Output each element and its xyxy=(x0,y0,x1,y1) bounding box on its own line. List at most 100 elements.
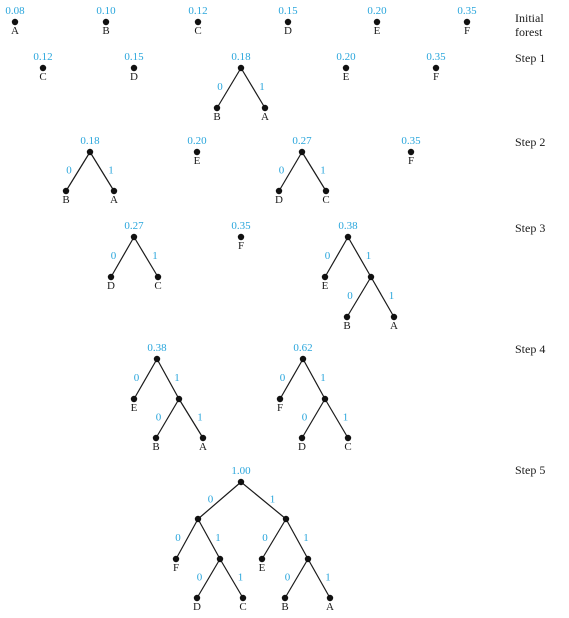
leaf-symbol: C xyxy=(194,25,201,37)
tree-edge-left xyxy=(65,151,91,192)
tree-node xyxy=(213,104,221,112)
tree-node xyxy=(153,355,161,363)
tree-edge-left xyxy=(216,67,242,109)
leaf-symbol: D xyxy=(130,71,138,83)
tree-node xyxy=(172,555,180,563)
tree-weight-label: 0.12 xyxy=(188,5,207,17)
leaf-symbol: C xyxy=(239,601,246,613)
leaf-symbol: F xyxy=(464,25,470,37)
leaf-symbol: D xyxy=(275,194,283,206)
tree-weight-label: 0.38 xyxy=(338,220,358,232)
leaf-symbol: C xyxy=(322,194,329,206)
leaf-symbol: B xyxy=(62,194,69,206)
tree-weight-label: 0.20 xyxy=(367,5,387,17)
tree-edge-right xyxy=(240,67,266,109)
edge-bit-label: 0 xyxy=(111,250,117,262)
tree-weight-label: 0.08 xyxy=(5,5,25,17)
step-label: forest xyxy=(515,25,543,39)
edge-bit-label: 0 xyxy=(175,532,181,544)
edge-bit-label: 1 xyxy=(320,372,326,384)
tree-node xyxy=(367,273,375,281)
tree-node xyxy=(237,478,245,486)
tree-edge-right xyxy=(156,358,180,400)
leaf-symbol: E xyxy=(322,280,329,292)
tree-node xyxy=(193,148,201,156)
edge-bit-label: 0 xyxy=(66,165,72,177)
tree-node xyxy=(193,594,201,602)
edge-bit-label: 1 xyxy=(325,572,331,584)
leaf-symbol: D xyxy=(193,601,201,613)
tree-node xyxy=(239,594,247,602)
tree-node xyxy=(463,18,471,26)
tree-node xyxy=(107,273,115,281)
leaf-symbol: A xyxy=(390,320,398,332)
tree-edge-right xyxy=(302,358,326,400)
leaf-symbol: B xyxy=(213,111,220,123)
tree-node xyxy=(261,104,269,112)
tree-edge-left xyxy=(196,558,221,599)
edge-bit-label: 1 xyxy=(366,250,372,262)
tree-weight-label: 0.18 xyxy=(231,51,251,63)
tree-node xyxy=(321,273,329,281)
tree-edge-right xyxy=(301,151,327,192)
tree-node xyxy=(343,313,351,321)
tree-weight-label: 0.35 xyxy=(457,5,477,17)
tree-edge-left xyxy=(175,518,199,560)
tree-node xyxy=(344,434,352,442)
edge-bit-label: 1 xyxy=(389,290,395,302)
tree-edge-left xyxy=(261,518,287,560)
edge-bit-label: 0 xyxy=(279,165,285,177)
leaf-symbol: E xyxy=(343,71,350,83)
leaf-symbol: B xyxy=(281,601,288,613)
tree-node xyxy=(130,395,138,403)
tree-node xyxy=(199,434,207,442)
leaf-symbol: A xyxy=(199,441,207,453)
tree-weight-label: 0.20 xyxy=(336,51,356,63)
tree-node xyxy=(154,273,162,281)
step-label: Step 4 xyxy=(515,342,545,356)
edge-bit-label: 0 xyxy=(347,290,353,302)
tree-weight-label: 0.18 xyxy=(80,135,100,147)
tree-edge-right xyxy=(219,558,244,599)
leaf-symbol: A xyxy=(326,601,334,613)
leaf-symbol: D xyxy=(298,441,306,453)
tree-weight-label: 0.35 xyxy=(426,51,446,63)
tree-edge-left xyxy=(110,236,135,278)
leaf-symbol: C xyxy=(154,280,161,292)
tree-weight-label: 0.15 xyxy=(278,5,298,17)
leaf-symbol: D xyxy=(284,25,292,37)
edge-bit-label: 0 xyxy=(325,250,331,262)
tree-node xyxy=(194,515,202,523)
tree-node xyxy=(373,18,381,26)
leaf-symbol: C xyxy=(39,71,46,83)
tree-weight-label: 0.62 xyxy=(293,342,312,354)
tree-node xyxy=(407,148,415,156)
tree-edge-right xyxy=(89,151,115,192)
edge-bit-label: 1 xyxy=(174,372,180,384)
tree-node xyxy=(276,395,284,403)
tree-edge-right xyxy=(370,276,395,318)
edge-bit-label: 1 xyxy=(259,81,265,93)
tree-node xyxy=(284,18,292,26)
leaf-symbol: F xyxy=(433,71,439,83)
tree-edge-left xyxy=(346,276,372,318)
tree-edge-left xyxy=(284,558,309,599)
leaf-symbol: E xyxy=(131,402,138,414)
tree-weight-label: 0.10 xyxy=(96,5,116,17)
edge-bit-label: 1 xyxy=(238,572,244,584)
edge-bit-label: 0 xyxy=(208,494,214,506)
tree-node xyxy=(344,233,352,241)
step-label: Initial xyxy=(515,11,544,25)
tree-node xyxy=(298,148,306,156)
tree-node xyxy=(304,555,312,563)
tree-edge-right xyxy=(197,518,221,560)
leaf-symbol: D xyxy=(107,280,115,292)
tree-edge-left xyxy=(279,358,304,400)
tree-weight-label: 0.15 xyxy=(124,51,144,63)
edge-bit-label: 0 xyxy=(197,572,203,584)
leaf-symbol: A xyxy=(261,111,269,123)
tree-weight-label: 0.20 xyxy=(187,135,207,147)
tree-node xyxy=(130,233,138,241)
tree-weight-label: 1.00 xyxy=(231,465,251,477)
